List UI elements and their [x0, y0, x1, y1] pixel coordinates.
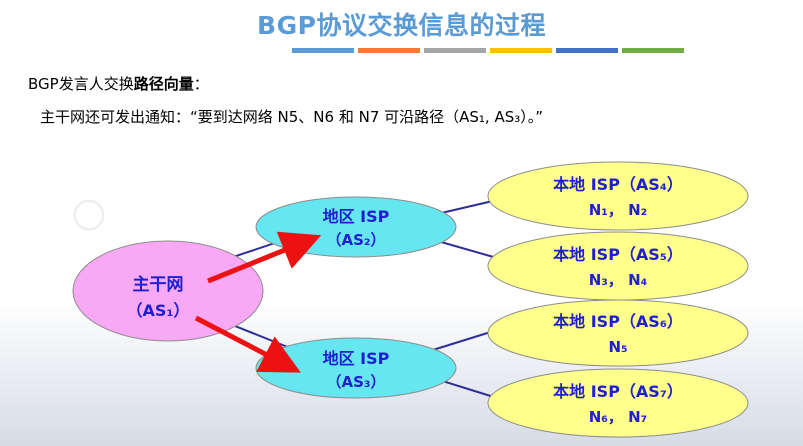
intro-suffix: ： — [193, 75, 209, 93]
accent-bar-6 — [622, 48, 684, 53]
accent-bar-4 — [490, 48, 552, 53]
backbone-node — [72, 240, 264, 342]
intro-line: BGP发言人交换路径向量： — [28, 73, 209, 94]
backbone-label: 主干网 — [133, 274, 184, 295]
local5-label: 本地 ISP（AS₅） — [553, 245, 683, 264]
intro-bold: 路径向量 — [133, 75, 194, 93]
region-isp-as3-node — [255, 337, 457, 399]
region2-label: 地区 ISP — [323, 207, 390, 226]
accent-bar-5 — [556, 48, 618, 53]
local4-label: 本地 ISP（AS₄） — [553, 175, 683, 194]
accent-bar-3 — [424, 48, 486, 53]
page-title: BGP协议交换信息的过程 — [257, 11, 546, 40]
local4-nets: N₁， N₂ — [589, 201, 647, 219]
local-isp-as4-node — [487, 161, 749, 231]
local6-label: 本地 ISP（AS₆） — [553, 312, 683, 331]
region3-as: （AS₃） — [327, 373, 386, 391]
local6-nets: N₅ — [608, 338, 627, 356]
local-isp-as7-node — [487, 368, 749, 438]
notice-line: 主干网还可发出通知：“要到达网络 N5、N6 和 N7 可沿路径（AS₁, AS… — [40, 108, 544, 126]
arrow-to-region3 — [194, 315, 301, 373]
local-isp-as6-node — [487, 299, 749, 367]
accent-bar-1 — [292, 48, 354, 53]
local-isp-as5-node — [487, 231, 749, 301]
region3-label: 地区 ISP — [323, 349, 390, 368]
intro-prefix: BGP发言人交换 — [28, 75, 134, 93]
region2-as: （AS₂） — [327, 231, 386, 249]
local7-label: 本地 ISP（AS₇） — [553, 382, 683, 401]
arrow-to-region2 — [207, 231, 322, 284]
local5-nets: N₃， N₄ — [589, 271, 647, 289]
local7-nets: N₆， N₇ — [589, 408, 647, 426]
accent-bar-2 — [358, 48, 420, 53]
backbone-as: （AS₁） — [127, 301, 190, 320]
